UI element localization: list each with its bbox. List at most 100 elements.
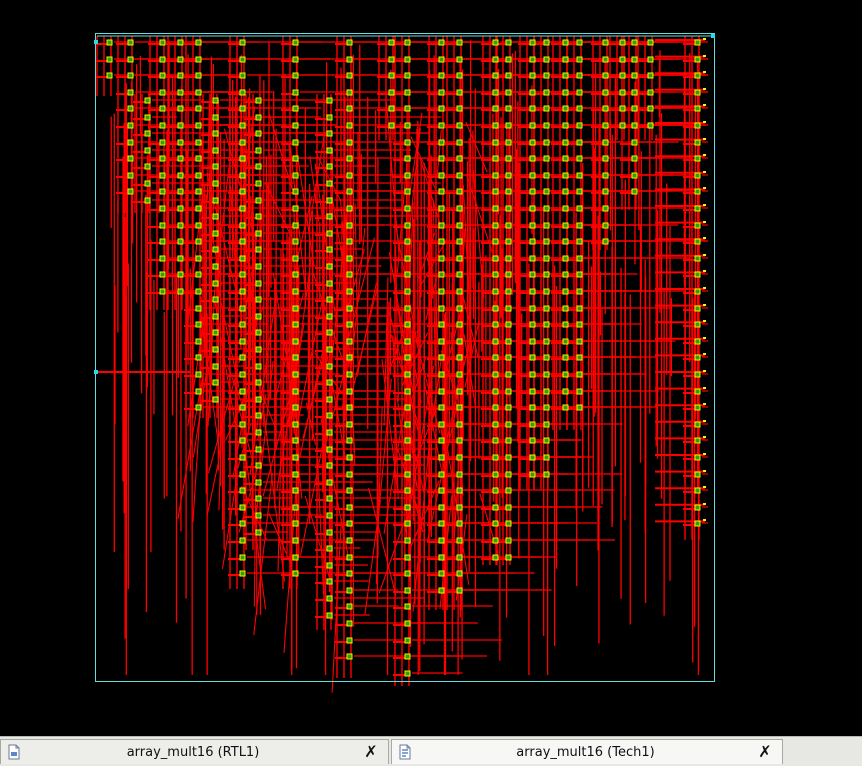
logic-cell[interactable] xyxy=(694,437,701,444)
logic-cell[interactable] xyxy=(239,56,246,63)
logic-cell[interactable] xyxy=(195,238,202,245)
logic-cell[interactable] xyxy=(576,321,583,328)
logic-cell[interactable] xyxy=(694,471,701,478)
logic-cell[interactable] xyxy=(694,72,701,79)
logic-cell[interactable] xyxy=(529,371,536,378)
logic-cell[interactable] xyxy=(492,288,499,295)
output-pin[interactable] xyxy=(703,55,706,57)
logic-cell[interactable] xyxy=(456,288,463,295)
logic-cell[interactable] xyxy=(239,570,246,577)
logic-cell[interactable] xyxy=(404,554,411,561)
logic-cell[interactable] xyxy=(404,354,411,361)
logic-cell[interactable] xyxy=(619,105,626,112)
logic-cell[interactable] xyxy=(177,105,184,112)
logic-cell[interactable] xyxy=(239,205,246,212)
logic-cell[interactable] xyxy=(576,72,583,79)
logic-cell[interactable] xyxy=(438,421,445,428)
logic-cell[interactable] xyxy=(159,255,166,262)
logic-cell[interactable] xyxy=(505,404,512,411)
logic-cell[interactable] xyxy=(346,205,353,212)
logic-cell[interactable] xyxy=(346,554,353,561)
logic-cell[interactable] xyxy=(576,288,583,295)
logic-cell[interactable] xyxy=(255,296,262,303)
logic-cell[interactable] xyxy=(456,421,463,428)
logic-cell[interactable] xyxy=(127,122,134,129)
logic-cell[interactable] xyxy=(438,139,445,146)
logic-cell[interactable] xyxy=(492,404,499,411)
logic-cell[interactable] xyxy=(404,570,411,577)
logic-cell[interactable] xyxy=(456,222,463,229)
logic-cell[interactable] xyxy=(576,56,583,63)
logic-cell[interactable] xyxy=(159,72,166,79)
logic-cell[interactable] xyxy=(239,454,246,461)
logic-cell[interactable] xyxy=(438,371,445,378)
logic-cell[interactable] xyxy=(159,205,166,212)
output-pin[interactable] xyxy=(703,270,706,272)
logic-cell[interactable] xyxy=(326,412,333,419)
logic-cell[interactable] xyxy=(255,197,262,204)
logic-cell[interactable] xyxy=(492,338,499,345)
logic-cell[interactable] xyxy=(543,321,550,328)
logic-cell[interactable] xyxy=(505,105,512,112)
logic-cell[interactable] xyxy=(239,421,246,428)
logic-cell[interactable] xyxy=(492,72,499,79)
logic-cell[interactable] xyxy=(326,396,333,403)
logic-cell[interactable] xyxy=(576,354,583,361)
logic-cell[interactable] xyxy=(106,72,113,79)
logic-cell[interactable] xyxy=(562,354,569,361)
logic-cell[interactable] xyxy=(212,213,219,220)
logic-cell[interactable] xyxy=(492,520,499,527)
output-pin[interactable] xyxy=(703,171,706,173)
logic-cell[interactable] xyxy=(576,305,583,312)
logic-cell[interactable] xyxy=(492,56,499,63)
logic-cell[interactable] xyxy=(404,537,411,544)
logic-cell[interactable] xyxy=(647,89,654,96)
tab-tech1[interactable]: array_mult16 (Tech1) ✗ xyxy=(391,739,783,764)
logic-cell[interactable] xyxy=(255,263,262,270)
logic-cell[interactable] xyxy=(255,147,262,154)
logic-cell[interactable] xyxy=(159,271,166,278)
logic-cell[interactable] xyxy=(239,404,246,411)
logic-cell[interactable] xyxy=(326,197,333,204)
logic-cell[interactable] xyxy=(195,205,202,212)
logic-cell[interactable] xyxy=(404,155,411,162)
logic-cell[interactable] xyxy=(438,122,445,129)
logic-cell[interactable] xyxy=(576,205,583,212)
logic-cell[interactable] xyxy=(576,89,583,96)
logic-cell[interactable] xyxy=(177,139,184,146)
logic-cell[interactable] xyxy=(456,122,463,129)
logic-cell[interactable] xyxy=(456,504,463,511)
logic-cell[interactable] xyxy=(438,471,445,478)
output-pin[interactable] xyxy=(703,420,706,422)
logic-cell[interactable] xyxy=(292,39,299,46)
logic-cell[interactable] xyxy=(346,603,353,610)
logic-cell[interactable] xyxy=(529,188,536,195)
logic-cell[interactable] xyxy=(255,396,262,403)
logic-cell[interactable] xyxy=(694,172,701,179)
logic-cell[interactable] xyxy=(346,288,353,295)
logic-cell[interactable] xyxy=(631,139,638,146)
logic-cell[interactable] xyxy=(239,188,246,195)
logic-cell[interactable] xyxy=(404,172,411,179)
logic-cell[interactable] xyxy=(694,155,701,162)
logic-cell[interactable] xyxy=(195,321,202,328)
output-pin[interactable] xyxy=(703,104,706,106)
logic-cell[interactable] xyxy=(177,172,184,179)
logic-cell[interactable] xyxy=(239,520,246,527)
logic-cell[interactable] xyxy=(694,105,701,112)
logic-cell[interactable] xyxy=(492,155,499,162)
logic-cell[interactable] xyxy=(326,562,333,569)
logic-cell[interactable] xyxy=(505,122,512,129)
logic-cell[interactable] xyxy=(212,396,219,403)
logic-cell[interactable] xyxy=(239,122,246,129)
logic-cell[interactable] xyxy=(212,130,219,137)
logic-cell[interactable] xyxy=(404,338,411,345)
logic-cell[interactable] xyxy=(212,313,219,320)
logic-cell[interactable] xyxy=(292,72,299,79)
logic-cell[interactable] xyxy=(505,354,512,361)
logic-cell[interactable] xyxy=(694,122,701,129)
logic-cell[interactable] xyxy=(159,39,166,46)
logic-cell[interactable] xyxy=(346,188,353,195)
logic-cell[interactable] xyxy=(505,520,512,527)
logic-cell[interactable] xyxy=(292,238,299,245)
